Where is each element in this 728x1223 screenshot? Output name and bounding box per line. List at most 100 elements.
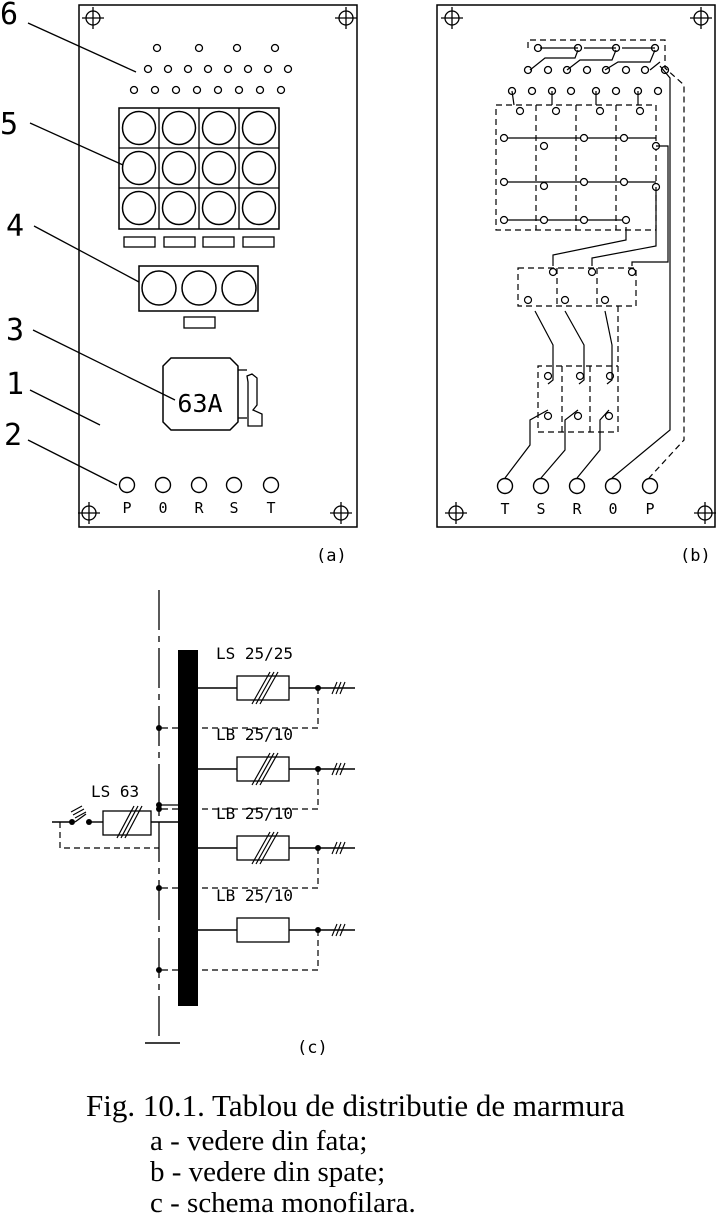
breaker-symbol [236, 917, 290, 943]
hole-icon [192, 85, 202, 95]
caption-title: Fig. 10.1. Tablou de distributie de marm… [86, 1088, 625, 1123]
terminal-icon [190, 476, 208, 494]
node-icon [579, 215, 589, 225]
mounting-hole-icon [77, 501, 101, 525]
label-slot [123, 236, 156, 248]
terminal-label: R [194, 499, 204, 517]
main-breaker-63a: 63A [162, 357, 263, 431]
callout-leaders [27, 22, 176, 486]
node-icon [515, 106, 525, 116]
main-breaker-label: LS 63 [91, 782, 139, 801]
hole-icon [543, 65, 553, 75]
socket-icon [161, 150, 197, 186]
socket-icon [241, 190, 277, 226]
node-icon [627, 267, 637, 277]
back-socket-grid [499, 106, 661, 421]
socket-icon [161, 110, 197, 146]
node-icon [543, 371, 553, 381]
node-icon [635, 106, 645, 116]
hole-icon [582, 65, 592, 75]
terminal-icon [225, 476, 243, 494]
node-icon [539, 181, 549, 191]
hole-icon [232, 43, 242, 53]
mounting-hole-icon [81, 6, 105, 30]
hole-icon [566, 86, 576, 96]
terminal-label: 0 [158, 499, 167, 517]
feeder-label: LB 25/10 [216, 886, 293, 905]
node-icon [619, 133, 629, 143]
terminal-label: S [229, 499, 238, 517]
node-icon [499, 133, 509, 143]
socket-icon [201, 190, 237, 226]
feeder-4: LB 25/10 [156, 886, 355, 973]
feeder-1: LS 25/25 [156, 644, 355, 731]
terminal-icon [604, 477, 622, 495]
node-icon [523, 295, 533, 305]
sublabel-a: (a) [316, 546, 347, 566]
node-icon [539, 215, 549, 225]
hole-icon [129, 85, 139, 95]
label-slot [202, 236, 235, 248]
breaker-symbol [236, 756, 290, 782]
socket-icon [201, 110, 237, 146]
node-icon [499, 177, 509, 187]
back-wiring-lower [504, 65, 671, 479]
callout-2: 2 [4, 418, 22, 453]
mounting-hole-icon [334, 6, 358, 30]
busbar [178, 650, 198, 1006]
hole-icon [270, 43, 280, 53]
main-breaker-symbol [102, 810, 152, 836]
terminal-label: T [266, 499, 275, 517]
node-icon [543, 411, 553, 421]
node-icon [595, 106, 605, 116]
terminal-icon [262, 476, 280, 494]
node-icon [551, 106, 561, 116]
socket-icon [121, 190, 157, 226]
node-icon [575, 371, 585, 381]
breaker-rating-label: 63A [177, 389, 222, 418]
terminal-icon [118, 476, 136, 494]
terminal-icon [568, 477, 586, 495]
label-slot [242, 236, 275, 248]
feeder-label: LB 25/10 [216, 804, 293, 823]
socket-icon [201, 150, 237, 186]
mounting-hole-icon [693, 501, 717, 525]
label-slots [123, 236, 275, 248]
node-icon [560, 295, 570, 305]
hole-icon [283, 64, 293, 74]
feeder-2: LB 25/10 [156, 725, 355, 812]
callout-3: 3 [6, 313, 24, 348]
small-terminal-holes [129, 43, 293, 95]
mounting-hole-icon [444, 501, 468, 525]
sublabel-c: (c) [297, 1038, 328, 1058]
caption-line-a: a - vedere din fata; [150, 1125, 367, 1157]
hole-icon [263, 64, 273, 74]
feeder-label: LS 25/25 [216, 644, 293, 663]
back-terminal-holes [507, 43, 670, 96]
callout-5: 5 [0, 107, 18, 142]
sublabel-b: (b) [680, 546, 711, 566]
feeder-3: LB 25/10 [156, 804, 355, 891]
hole-icon [640, 65, 650, 75]
node-icon [579, 177, 589, 187]
back-dashed-outlines [495, 39, 685, 479]
terminal-icon [532, 477, 550, 495]
socket-icon [121, 110, 157, 146]
terminal-icon [496, 477, 514, 495]
panel-b-board [436, 4, 716, 528]
terminal-label: P [122, 499, 131, 517]
hole-icon [152, 43, 162, 53]
terminal-icon [641, 477, 659, 495]
hole-icon [143, 64, 153, 74]
node-icon [579, 133, 589, 143]
hole-icon [171, 85, 181, 95]
hole-icon [255, 85, 265, 95]
hole-icon [203, 64, 213, 74]
breaker-symbol [236, 835, 290, 861]
socket-icon [241, 150, 277, 186]
hole-icon [621, 65, 631, 75]
node-icon [573, 411, 583, 421]
hole-icon [234, 85, 244, 95]
